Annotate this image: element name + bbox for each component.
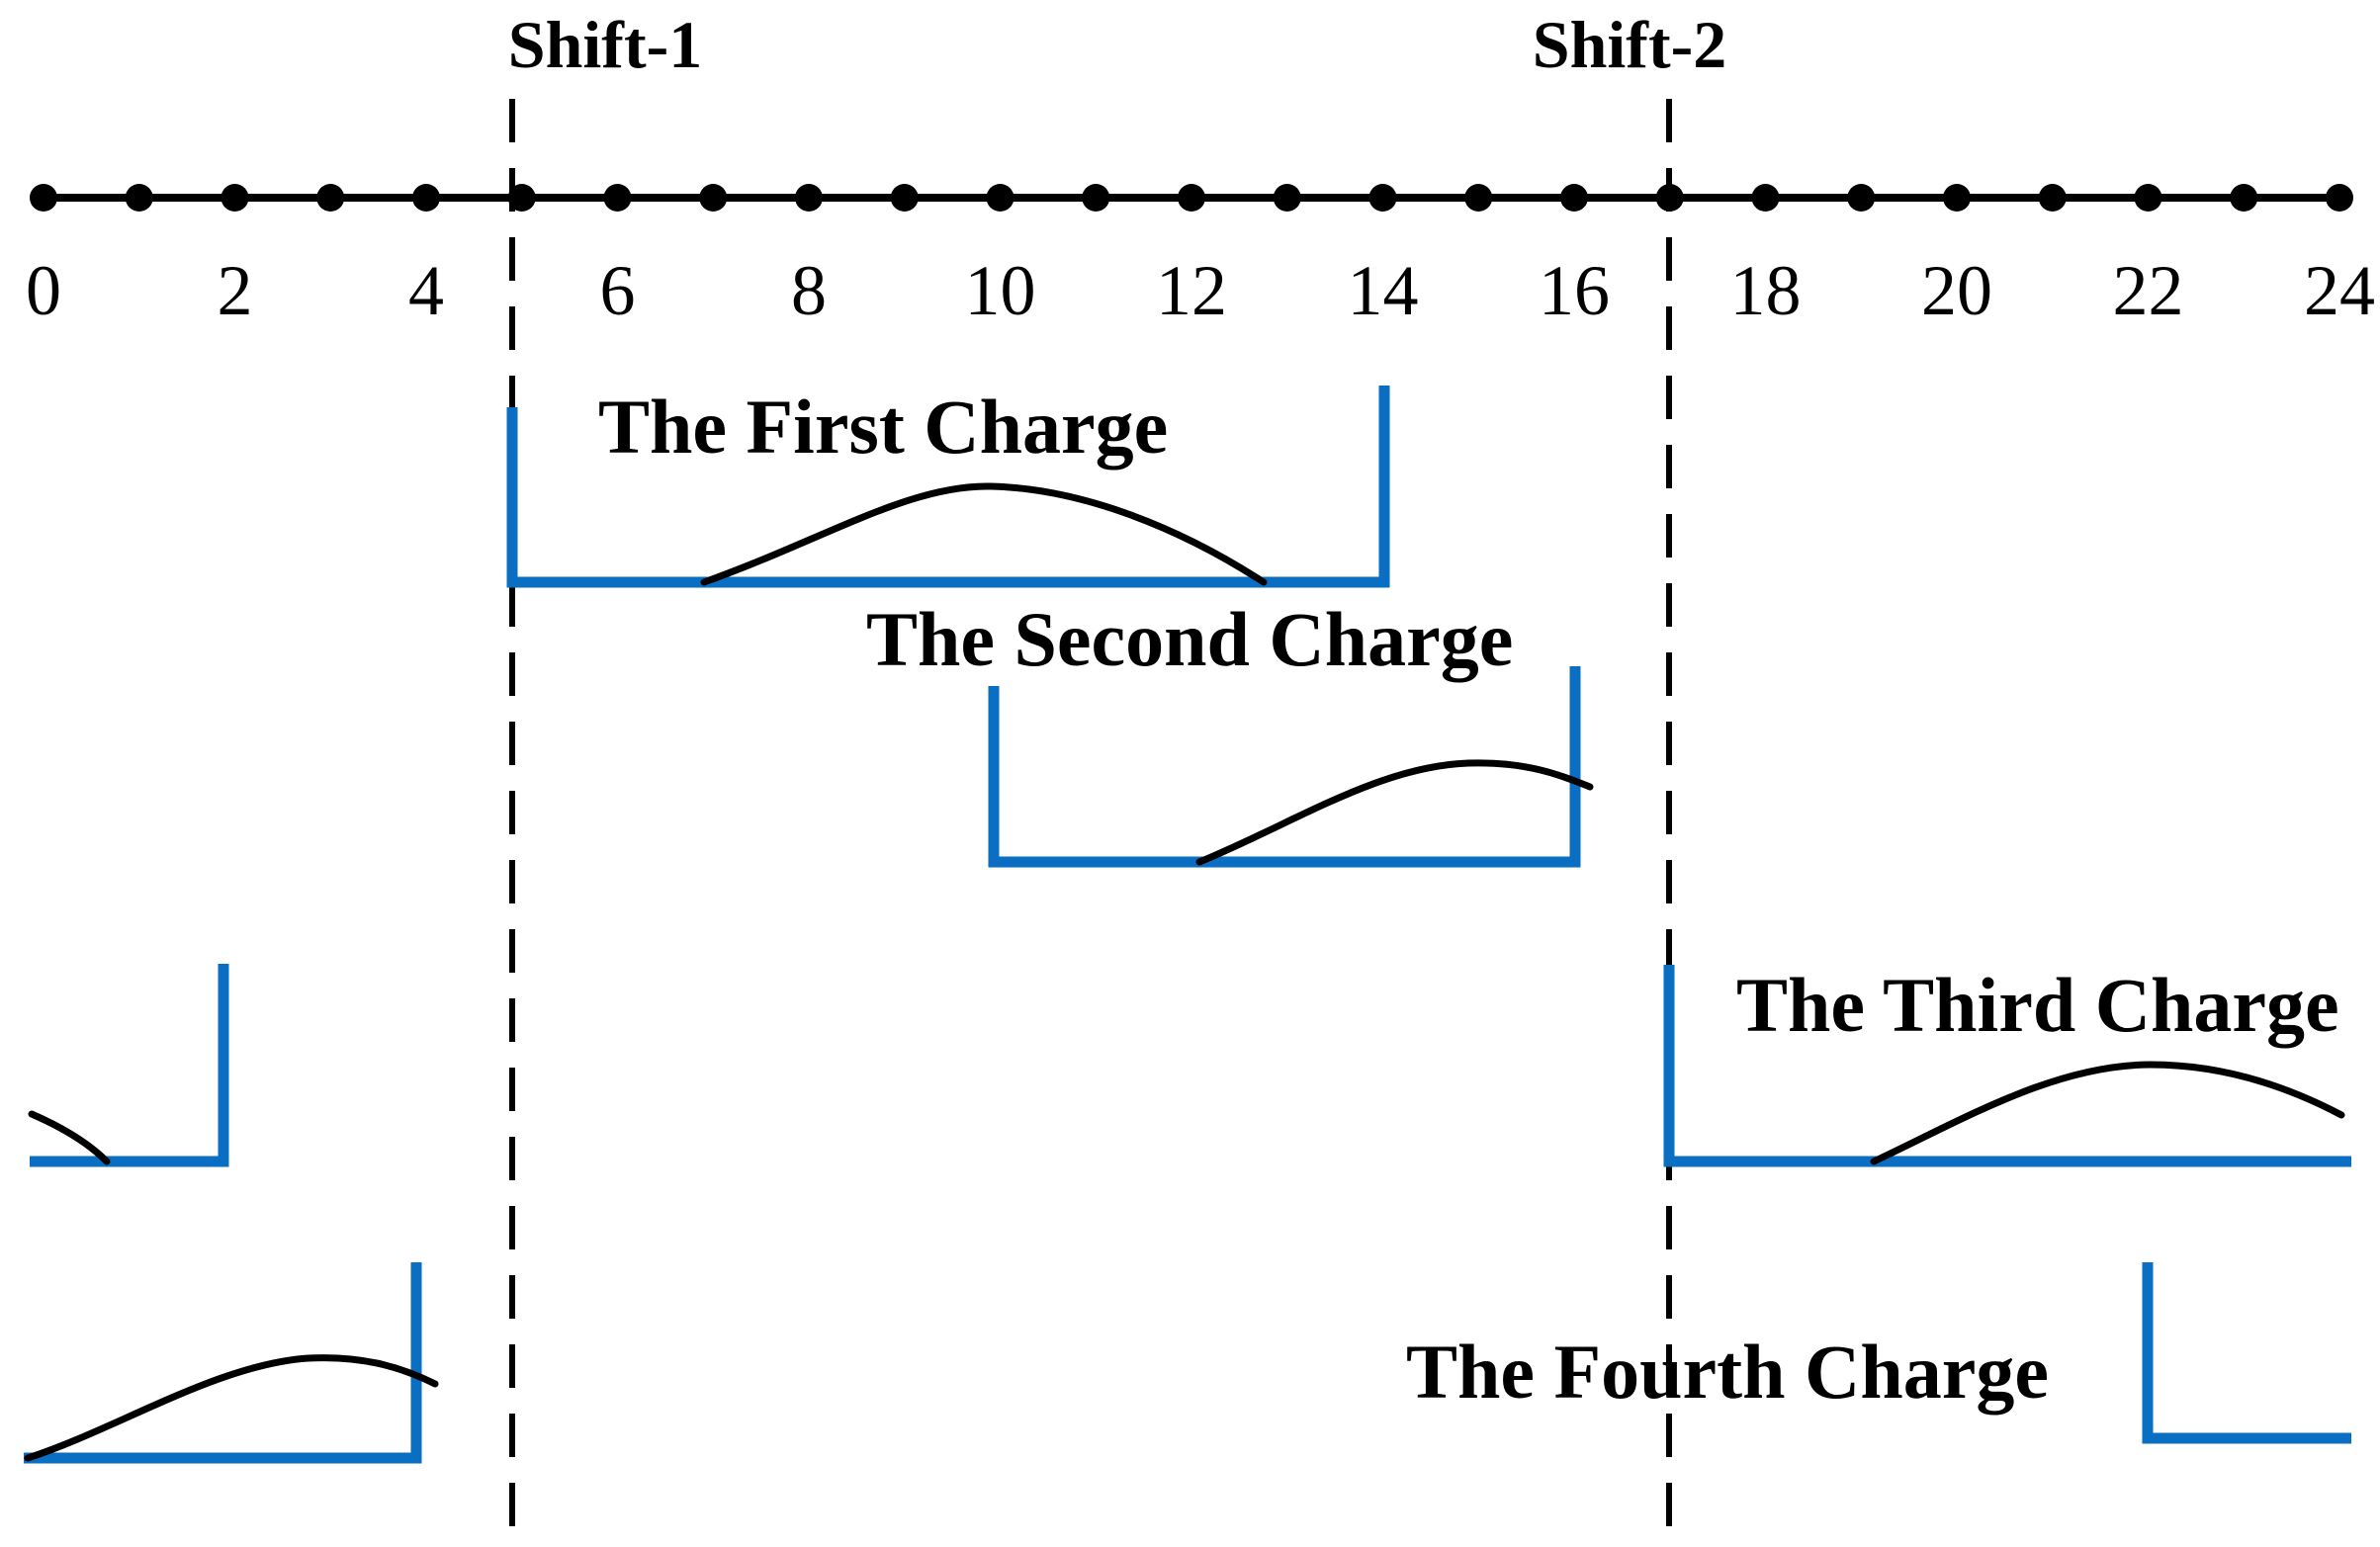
tick-label: 8 (791, 251, 827, 330)
first-charge: The First Charge (506, 384, 1390, 588)
tick-dot (603, 184, 632, 212)
fourth-charge-label: The Fourth Charge (1406, 1329, 2049, 1415)
tick-dot (30, 184, 57, 212)
tick-dot (2230, 184, 2258, 212)
fourth-charge-wrap-curve (24, 1354, 439, 1462)
tick-dot (795, 184, 823, 212)
shift-markers: Shift-1 Shift-2 (508, 7, 1726, 1547)
fourth-charge-wrap-window (24, 1262, 422, 1464)
tick-dot (1368, 184, 1397, 212)
tick-dot (1560, 184, 1588, 212)
shift-1-label: Shift-1 (508, 7, 702, 82)
tick-label: 2 (218, 251, 253, 330)
second-charge-curve (1195, 759, 1594, 866)
tick-dot (2038, 184, 2067, 212)
tick-dot (1655, 184, 1684, 212)
tick-dot (316, 184, 345, 212)
third-charge-curve (1870, 1061, 2345, 1165)
third-charge-wrap-window (30, 964, 229, 1167)
tick-dot (1082, 184, 1110, 212)
third-charge-label: The Third Charge (1736, 962, 2339, 1048)
tick-label: 10 (965, 251, 1036, 330)
shift-2-label: Shift-2 (1533, 7, 1726, 82)
tick-label: 12 (1156, 251, 1227, 330)
tick-dot (1751, 184, 1780, 212)
tick-label: 0 (26, 251, 61, 330)
timeline-tick-dots (30, 184, 2353, 212)
tick-dot (1847, 184, 1876, 212)
tick-label: 14 (1348, 251, 1419, 330)
third-charge: The Third Charge (28, 962, 2351, 1167)
first-charge-label: The First Charge (598, 384, 1168, 470)
tick-label: 4 (408, 251, 444, 330)
third-charge-window (1663, 965, 2351, 1167)
tick-dot (2134, 184, 2162, 212)
tick-label: 6 (600, 251, 636, 330)
second-charge: The Second Charge (866, 596, 1594, 868)
fourth-charge-window (2142, 1262, 2351, 1444)
tick-dot (699, 184, 728, 212)
third-charge-wrap-curve (28, 1110, 111, 1165)
tick-dot (412, 184, 440, 212)
tick-dot (1943, 184, 1971, 212)
tick-label: 20 (1921, 251, 1992, 330)
second-charge-label: The Second Charge (866, 596, 1513, 682)
tick-dot (1178, 184, 1205, 212)
tick-dot (986, 184, 1014, 212)
tick-dot (125, 184, 153, 212)
first-charge-window (506, 386, 1390, 588)
tick-dot (890, 184, 919, 212)
tick-label: 22 (2113, 251, 2184, 330)
tick-dot (1464, 184, 1493, 212)
first-charge-curve (700, 482, 1268, 586)
second-charge-window (988, 666, 1581, 868)
tick-label: 24 (2304, 251, 2375, 330)
fourth-charge: The Fourth Charge (24, 1262, 2351, 1464)
tick-dot (507, 184, 536, 212)
tick-dot (1273, 184, 1301, 212)
tick-dot (220, 184, 249, 212)
tick-label: 16 (1539, 251, 1610, 330)
tick-label: 18 (1730, 251, 1802, 330)
tick-dot (2326, 184, 2353, 212)
